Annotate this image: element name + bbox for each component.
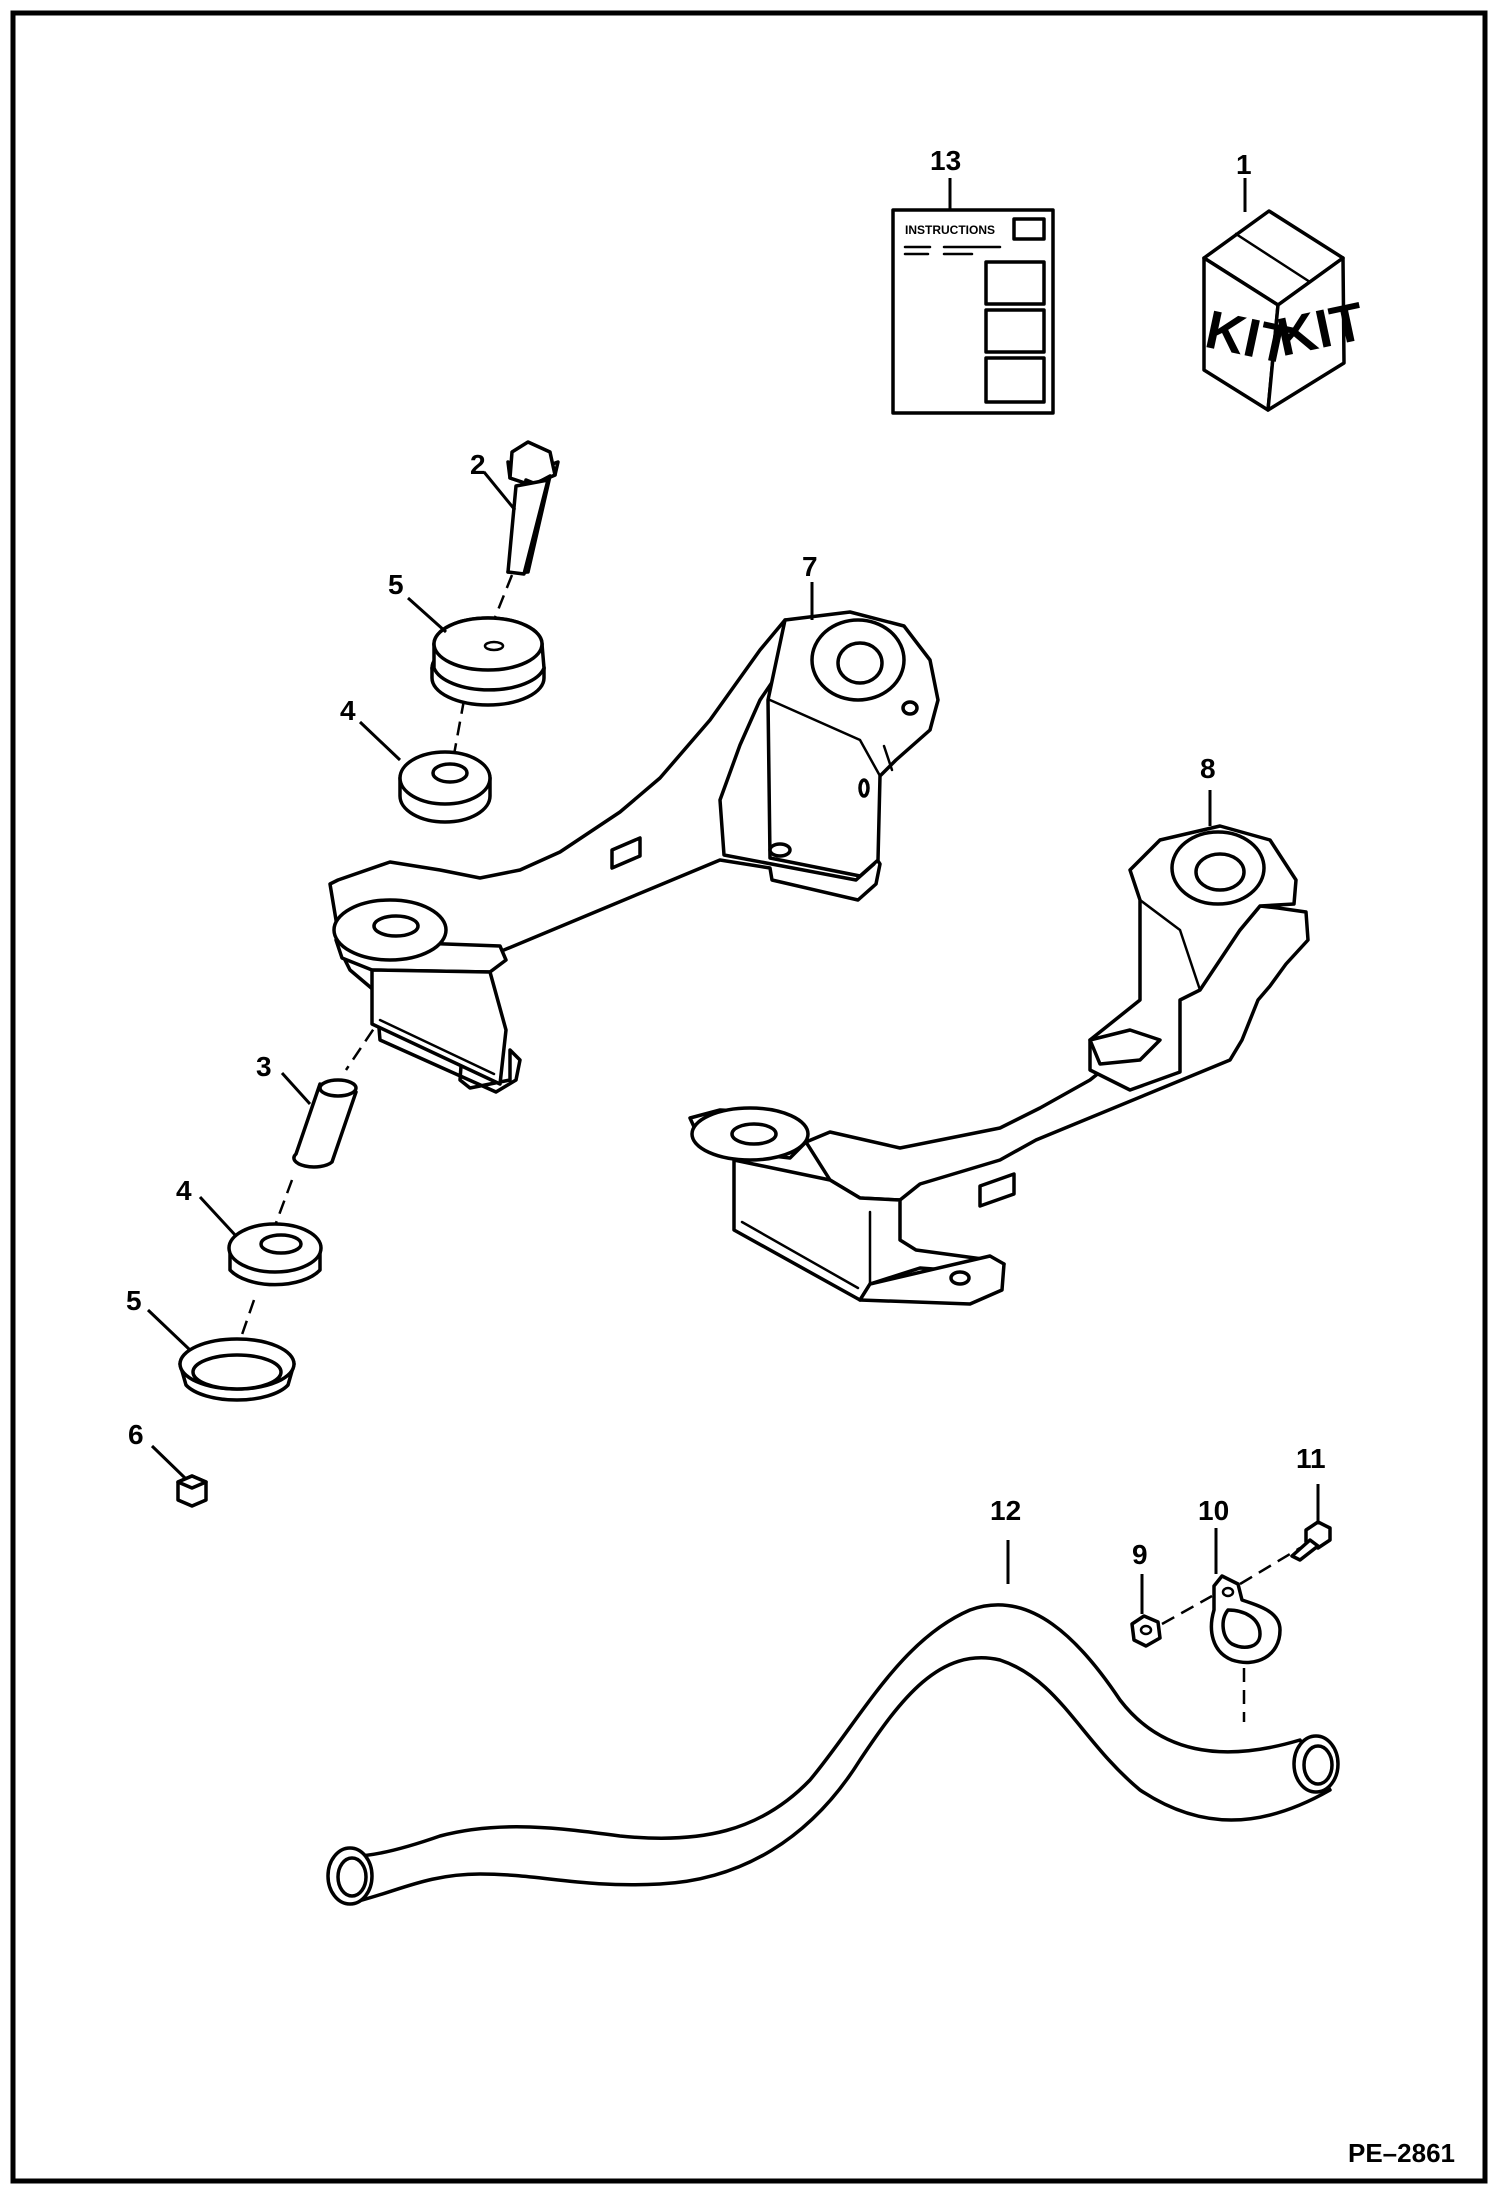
bushing-upper [398,750,492,824]
callout-11: 11 [1296,1443,1326,1474]
callout-6: 6 [128,1419,144,1450]
clamp-screw [1290,1520,1332,1562]
clamp-nut [1130,1614,1162,1648]
callout-8: 8 [1200,753,1216,784]
callout-13: 13 [930,145,961,176]
callout-7: 7 [802,551,818,582]
callout-9: 9 [1132,1539,1148,1570]
mounting-bolt [506,440,560,576]
callout-4-upper: 4 [340,695,356,726]
callout-10: 10 [1198,1495,1229,1526]
tube-clamp [1209,1574,1282,1665]
washer-upper [430,616,546,707]
callout-12: 12 [990,1495,1021,1526]
callout-2: 2 [470,449,486,480]
callout-5-lower: 5 [126,1285,142,1316]
hex-nut [176,1474,208,1508]
callout-1: 1 [1236,149,1252,180]
spacer-sleeve [292,1078,358,1169]
frame-bracket-left [328,610,940,1094]
instructions-sheet-title: INSTRUCTIONS [905,223,995,237]
bushing-lower [227,1222,323,1287]
frame-bracket-right [688,824,1310,1306]
tube [326,1603,1340,1906]
callout-3: 3 [256,1051,272,1082]
callout-5-upper: 5 [388,569,404,600]
callout-4-lower: 4 [176,1175,192,1206]
washer-lower [178,1337,296,1402]
instructions-sheet: INSTRUCTIONS [891,208,1055,415]
reference-code: PE–2861 [1348,2138,1455,2168]
page-border [10,10,1488,2184]
kit-box: KIT KIT [1200,209,1369,412]
